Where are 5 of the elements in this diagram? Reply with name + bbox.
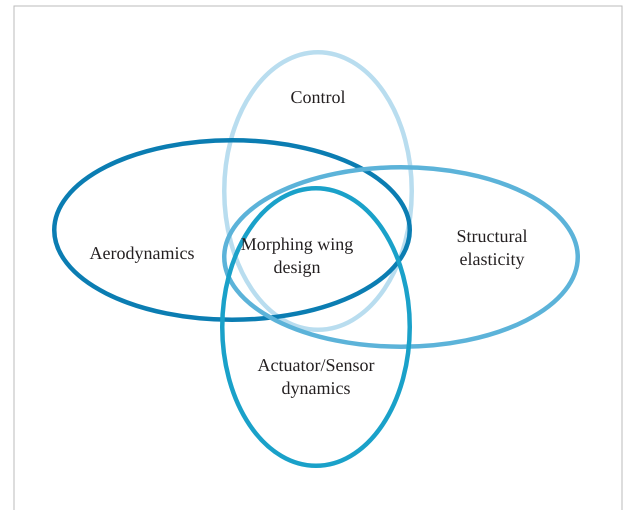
circle-label: Aerodynamics (88, 242, 196, 265)
center-label: Morphing wing design (240, 233, 354, 280)
circle-label: Control (289, 86, 346, 109)
circle-label: Structural elasticity (456, 225, 528, 272)
circle-label: Actuator/Sensor dynamics (256, 354, 376, 400)
